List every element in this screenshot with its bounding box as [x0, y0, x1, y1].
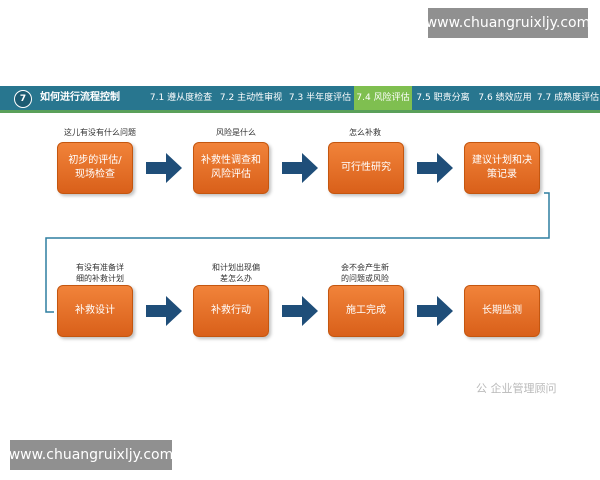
- tab-7-6[interactable]: 7.6 绩效应用: [478, 93, 532, 103]
- row2-note-1: 有没有准备详 细的补救计划: [76, 263, 124, 283]
- step-remedial-investigation: 补救性调查和 风险评估: [193, 142, 269, 194]
- step-feasibility-study: 可行性研究: [328, 142, 404, 194]
- arrow-right-icon: [282, 296, 318, 326]
- tab-7-1[interactable]: 7.1 遵从度检查: [149, 93, 213, 103]
- row2-note-2: 和计划出现偏 差怎么办: [212, 263, 260, 283]
- step-remedial-design: 补救设计: [57, 285, 133, 337]
- corner-watermark: 公 企业管理顾问: [476, 382, 557, 395]
- arrow-right-icon: [417, 296, 453, 326]
- step-recommendation-record: 建议计划和决 策记录: [464, 142, 540, 194]
- row1-note-3: 怎么补救: [349, 128, 381, 137]
- row1-note-2: 风险是什么: [216, 128, 256, 137]
- row2-note-3: 会不会产生新 的问题或风险: [341, 263, 389, 283]
- tab-7-7[interactable]: 7.7 成熟度评估: [536, 93, 600, 103]
- watermark-bottom: www.chuangruixljy.com: [9, 440, 173, 470]
- arrow-right-icon: [146, 153, 182, 183]
- chapter-number-badge: 7: [14, 90, 32, 108]
- tab-7-4[interactable]: 7.4 风险评估: [354, 86, 412, 110]
- header-bar: [0, 86, 600, 110]
- tab-7-2[interactable]: 7.2 主动性审视: [219, 93, 283, 103]
- arrow-right-icon: [146, 296, 182, 326]
- watermark-top: www.chuangruixljy.com: [426, 8, 590, 38]
- row1-note-1: 这儿有没有什么问题: [64, 128, 136, 137]
- step-initial-assessment: 初步的评估/ 现场检查: [57, 142, 133, 194]
- tab-7-5[interactable]: 7.5 职责分离: [416, 93, 470, 103]
- step-remedial-action: 补救行动: [193, 285, 269, 337]
- chapter-title: 如何进行流程控制: [40, 92, 120, 103]
- arrow-right-icon: [417, 153, 453, 183]
- tab-7-3[interactable]: 7.3 半年度评估: [288, 93, 352, 103]
- step-construction-complete: 施工完成: [328, 285, 404, 337]
- header-underline: [0, 110, 600, 113]
- step-long-term-monitoring: 长期监测: [464, 285, 540, 337]
- arrow-right-icon: [282, 153, 318, 183]
